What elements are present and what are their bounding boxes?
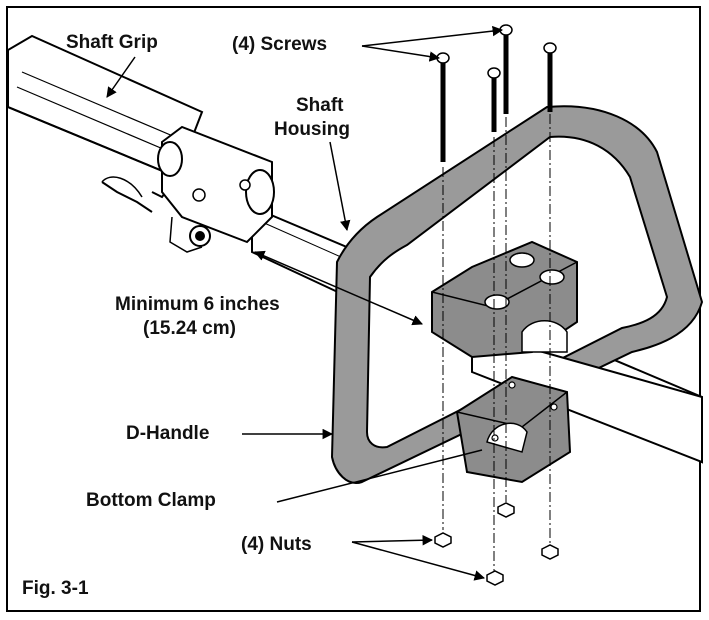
label-bottom-clamp: Bottom Clamp [86, 490, 216, 511]
label-d-handle: D-Handle [126, 423, 210, 444]
shaft-grip-arrow [106, 56, 136, 98]
label-shaft-grip: Shaft Grip [66, 32, 158, 53]
label-minimum-line2: (15.24 cm) [143, 318, 236, 339]
screw-3 [487, 67, 501, 132]
label-screws: (4) Screws [232, 34, 328, 55]
screws-arrow-1 [361, 25, 504, 47]
figure-frame: Shaft Grip (4) Screws Shaft Housing Mini… [6, 6, 703, 612]
top-clamp [431, 240, 578, 359]
shaft-housing-arrow [329, 141, 351, 232]
screws-arrow-2 [361, 45, 441, 62]
nut-1 [434, 532, 452, 548]
label-shaft-housing-line1: Shaft [296, 95, 344, 116]
minimum-arrow [254, 250, 423, 326]
nut-4 [486, 570, 504, 586]
label-shaft-housing-line2: Housing [274, 119, 350, 140]
figure-number: Fig. 3-1 [22, 578, 89, 599]
nut-3 [541, 544, 559, 560]
nuts [434, 502, 559, 586]
label-nuts: (4) Nuts [241, 534, 312, 555]
screw-4 [543, 42, 557, 112]
throttle-housing [101, 125, 275, 253]
bottom-clamp [455, 375, 572, 484]
nuts-arrow-1 [351, 534, 434, 546]
nuts-arrow-2 [351, 541, 486, 581]
assembly-lines [442, 114, 551, 572]
screw-1 [436, 52, 450, 162]
bottom-clamp-arrow [276, 449, 483, 503]
label-minimum-line1: Minimum 6 inches [115, 294, 280, 315]
screw-2 [499, 24, 513, 114]
screws [436, 24, 557, 162]
leader-arrows [106, 25, 504, 581]
assembly-illustration [8, 24, 703, 586]
nut-2 [497, 502, 515, 518]
